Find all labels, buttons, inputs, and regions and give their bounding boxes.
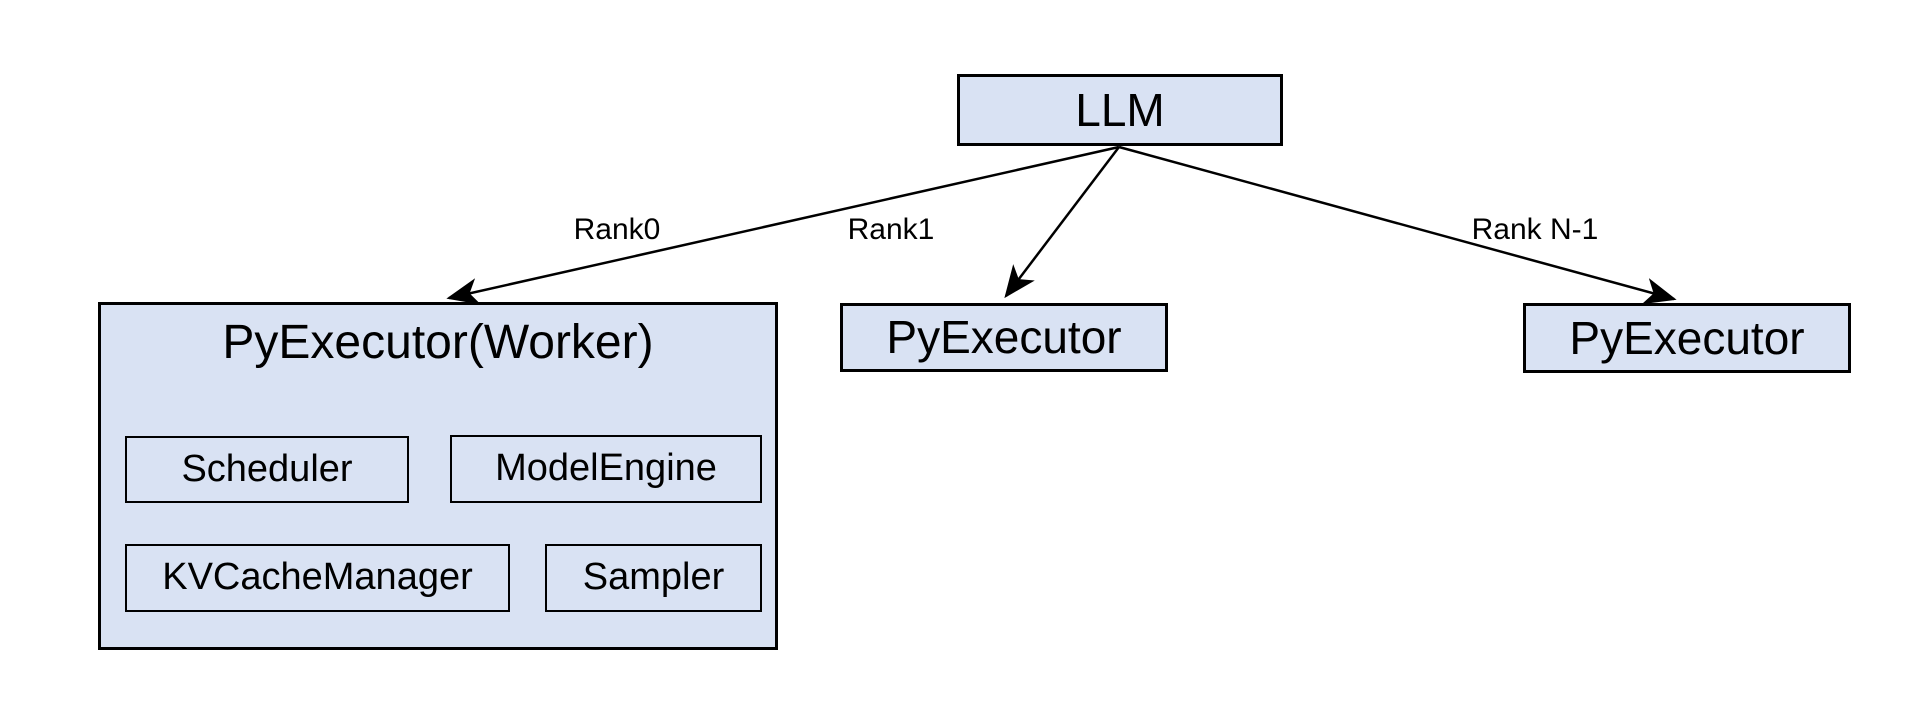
- pyexecutor-rank-n-1-label: PyExecutor: [1569, 311, 1805, 364]
- sampler-node: Sampler: [545, 544, 762, 612]
- pyexecutor-worker-node: PyExecutor(Worker) Scheduler ModelEngine…: [98, 302, 778, 650]
- edge-label-rank0: Rank0: [573, 213, 661, 246]
- pyexecutor-rank1-label: PyExecutor: [886, 311, 1122, 364]
- llm-node-label: LLM: [1075, 83, 1165, 136]
- kvcachemanager-node: KVCacheManager: [125, 544, 510, 612]
- scheduler-node: Scheduler: [125, 436, 409, 503]
- edge-label-rank1: Rank1: [847, 213, 935, 246]
- modelengine-node-label: ModelEngine: [495, 447, 717, 490]
- scheduler-node-label: Scheduler: [181, 447, 353, 490]
- kvcachemanager-node-label: KVCacheManager: [162, 556, 473, 599]
- edge-rank1-arrow: [1004, 146, 1120, 299]
- edge-label-rank-n-1: Rank N-1: [1471, 213, 1599, 246]
- llm-node: LLM: [957, 74, 1283, 146]
- pyexecutor-worker-title: PyExecutor(Worker): [222, 316, 654, 369]
- pyexecutor-rank1-node: PyExecutor: [840, 303, 1168, 372]
- pyexecutor-rank-n-1-node: PyExecutor: [1523, 303, 1851, 373]
- sampler-node-label: Sampler: [582, 556, 725, 599]
- modelengine-node: ModelEngine: [450, 435, 762, 503]
